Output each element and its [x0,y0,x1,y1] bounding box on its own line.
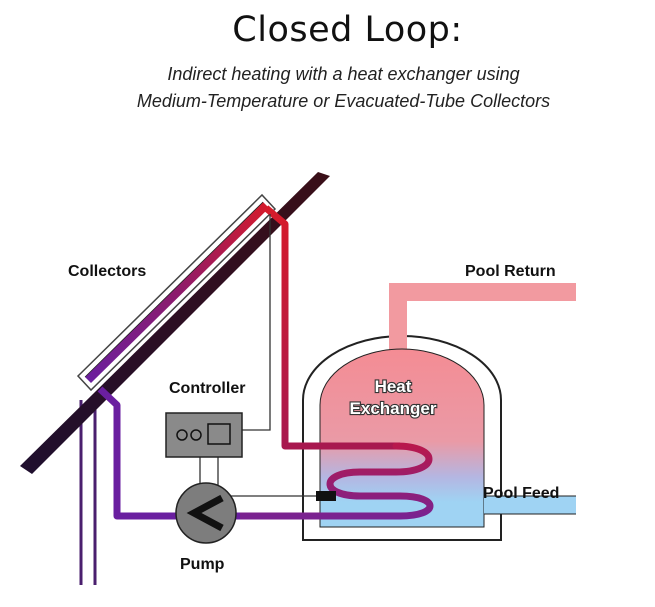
supply-pipe [263,205,400,450]
pump-chevron-icon [186,494,224,532]
page-title: Closed Loop: [232,10,463,50]
subtitle-line-2: Medium-Temperature or Evacuated-Tube Col… [136,91,551,111]
label-collectors: Collectors [68,263,146,280]
label-pool-return: Pool Return [465,263,556,280]
roof [20,172,330,474]
subtitle-line-1: Indirect heating with a heat exchanger u… [167,64,520,84]
label-heat-exchanger-line-1: Heat [375,377,412,396]
controller-knob-icon[interactable] [190,429,202,441]
pool-return-pipe [389,283,576,360]
heat-exchanger-coil [236,442,434,520]
pump[interactable] [175,482,237,544]
controller[interactable] [165,412,243,458]
collector-panel [76,193,277,392]
tank-sensor [316,491,336,501]
label-pump: Pump [180,556,225,573]
label-pool-feed: Pool Feed [483,485,559,502]
label-heat-exchanger-line-2: Exchanger [350,399,437,418]
label-controller: Controller [169,380,245,397]
support-posts [79,400,97,585]
controller-display [207,423,231,445]
heat-exchanger-tank [319,348,485,528]
controller-knob-icon[interactable] [176,429,188,441]
